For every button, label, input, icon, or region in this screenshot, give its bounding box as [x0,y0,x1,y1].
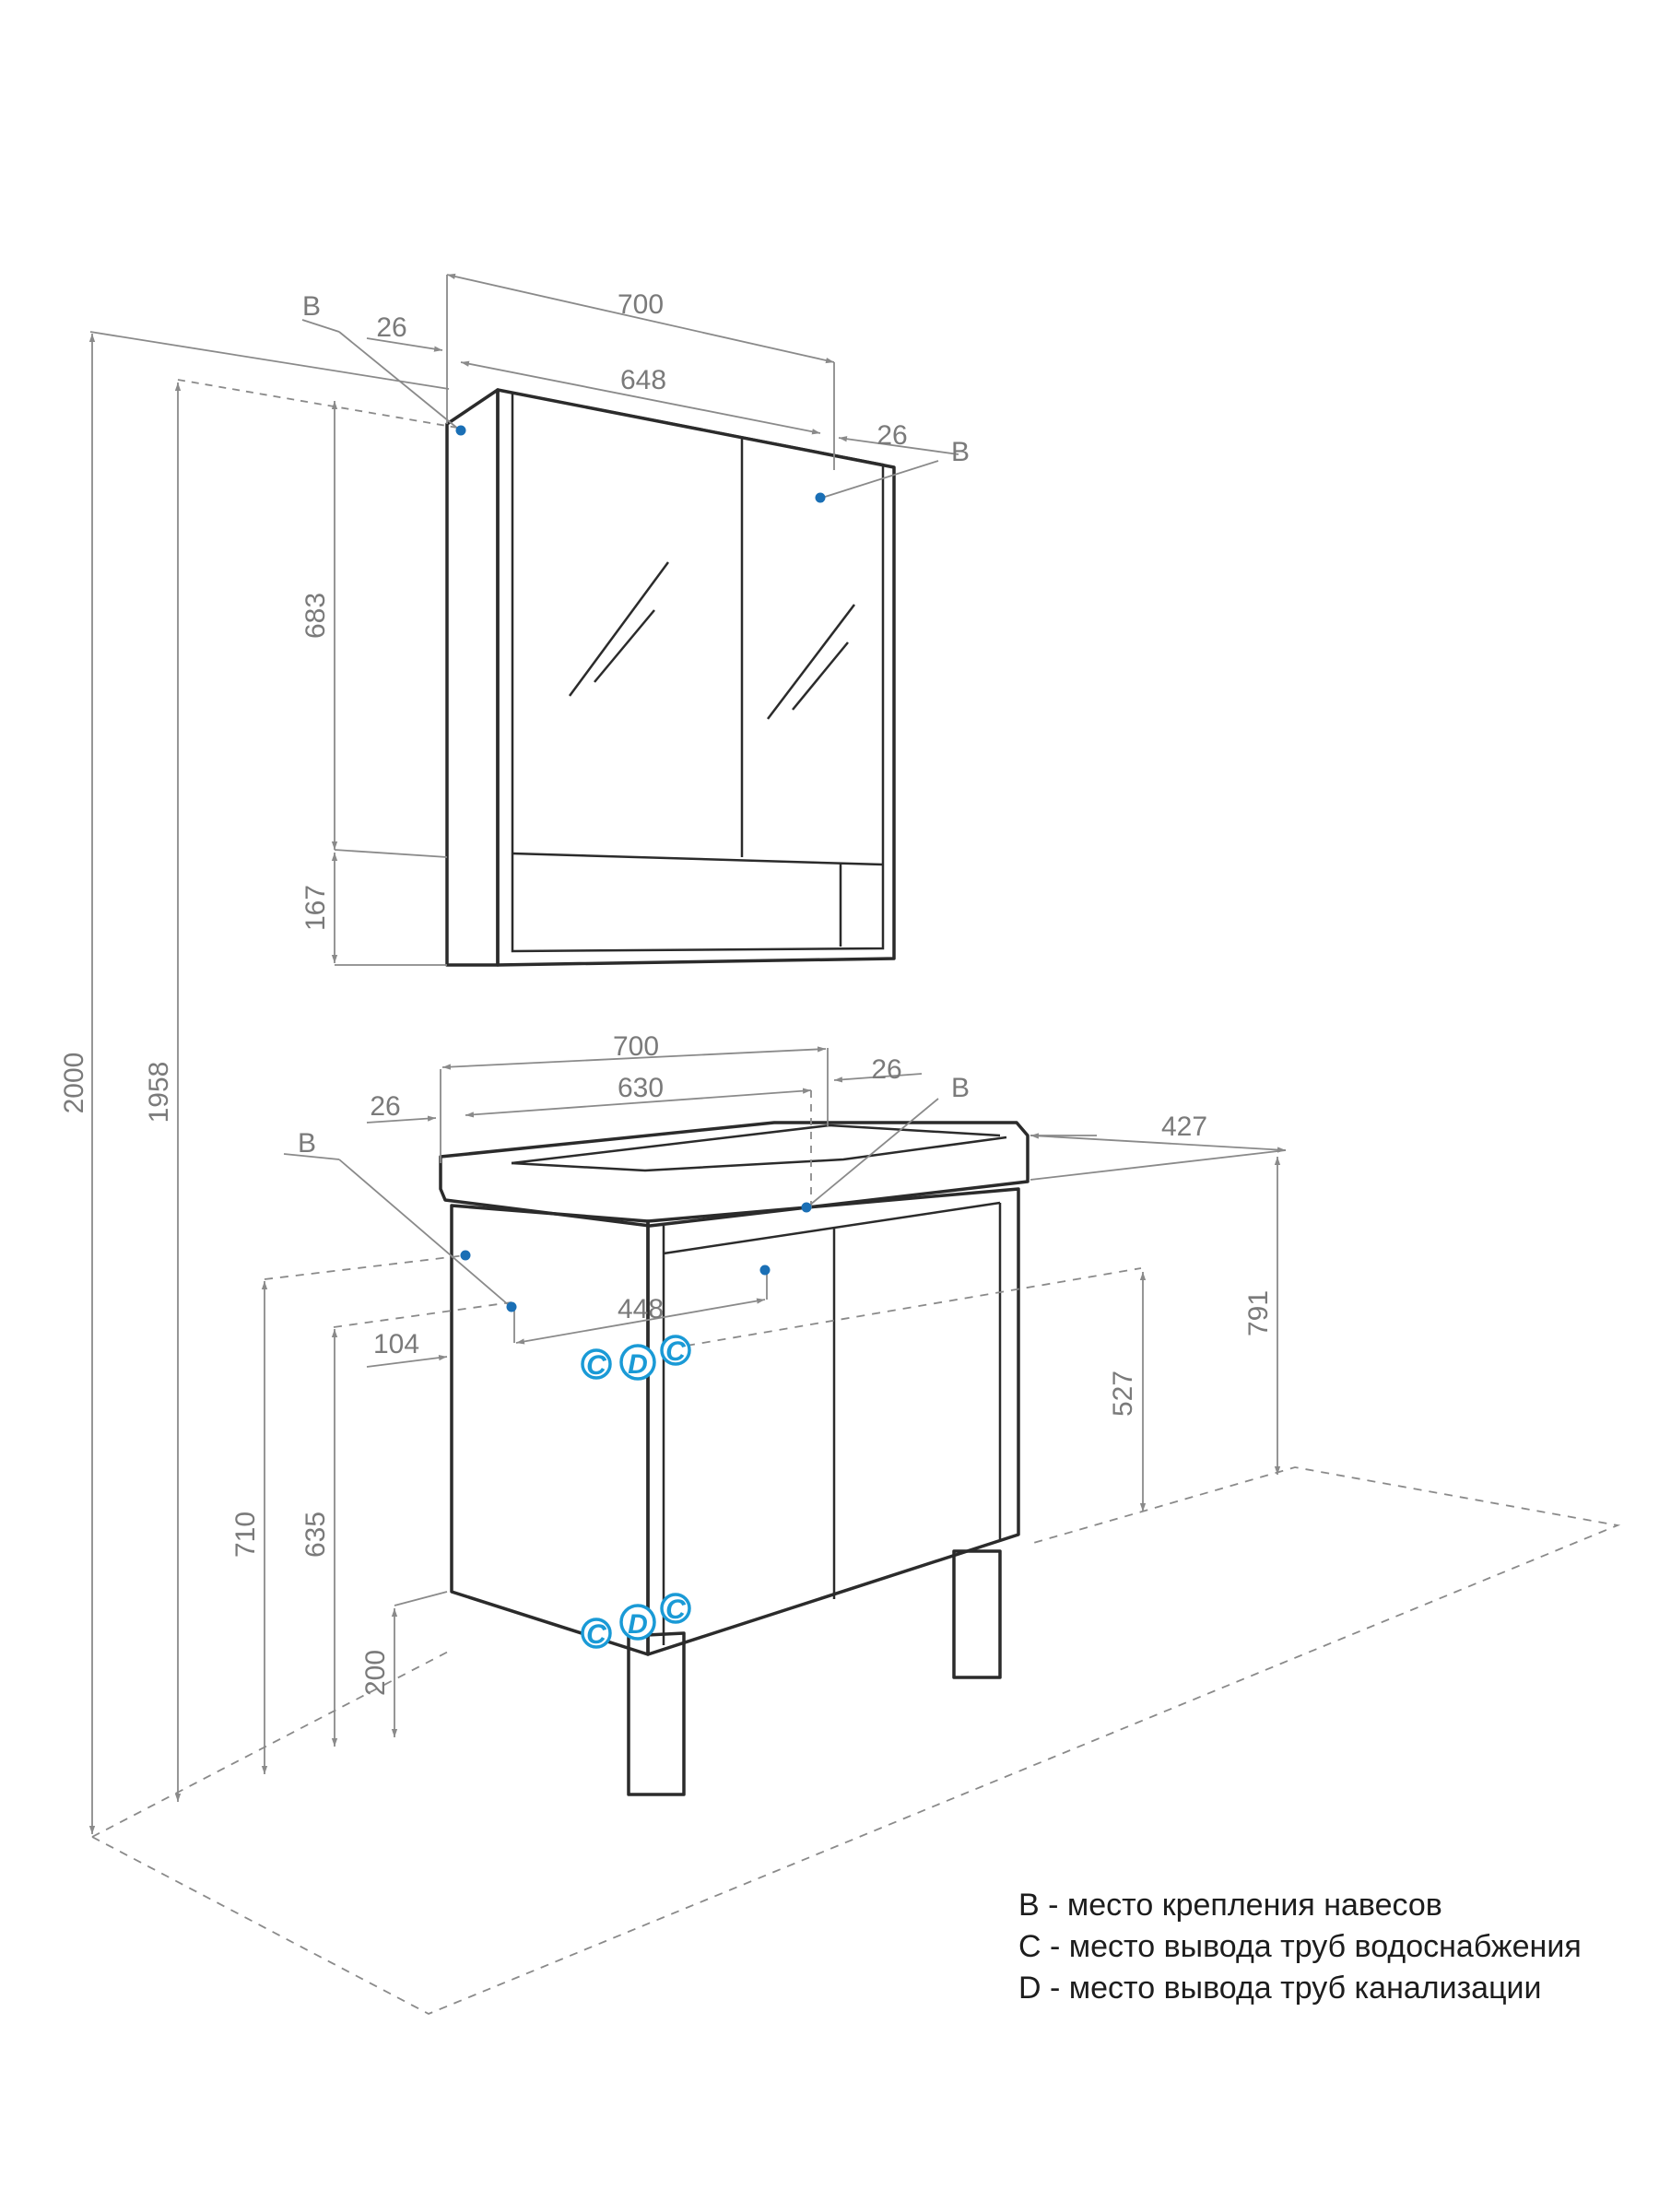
mirror-right-offset-label: 26 [877,420,907,451]
water-outlet-letter: C [586,1350,607,1381]
vanity-right-offset-label: 26 [871,1054,901,1085]
floor-outline [91,1466,1621,2015]
vanity-mount-height-635-dimension: 635 [300,1301,512,1747]
drain-outlet-marker: D [619,1604,656,1641]
washbasin [439,1121,1030,1228]
vanity-door-top [663,1201,1001,1255]
mirror-mount-height-label: 1958 [144,1062,174,1124]
washbasin-bowl-rim [511,1124,1001,1165]
vanity-leg-front [627,1631,686,1796]
mount-b-label: B [951,437,970,467]
vanity-inner-width-dimension: 630 [465,1073,812,1212]
water-outlet-height-label: 527 [1108,1371,1138,1417]
mirror-cabinet-side-panel [445,388,500,967]
water-outlet-letter: C [665,1336,687,1367]
mount-side-offset-dimension: 104 [366,1329,448,1368]
mirror-shelf-top [512,852,884,866]
mount-side-offset-label: 104 [373,1329,419,1359]
mirror-width-dimension: 700 [446,273,835,470]
vanity-mount-height-710-label: 710 [230,1512,261,1558]
vanity-depth-dimension: 427 [1030,1112,1287,1181]
legend-item-c: C - место вывода труб водоснабжения [1018,1929,1582,1964]
legend: B - место крепления навесов C - место вы… [1018,1885,1582,2009]
water-outlet-height-dimension: 527 [686,1267,1147,1512]
mirror-left-offset-dimension: 26 [366,312,443,352]
water-outlet-marker: C [581,1348,612,1381]
mirror-width-label: 700 [618,289,664,320]
vanity-height-dimension: 791 [1243,1157,1281,1475]
water-outlet-letter: C [586,1619,607,1650]
vanity-front [646,1187,1020,1656]
drain-outlet-marker: D [619,1344,656,1381]
mount-point-b-vanity-left: B [283,1128,771,1312]
vanity-mount-height-710-dimension: 710 [230,1254,466,1774]
mirror-right-offset-dimension: 26 [838,420,959,455]
vanity-inner-width-label: 630 [618,1073,664,1103]
mount-b-label: B [298,1128,316,1159]
mirror-height-label: 683 [300,593,331,639]
mount-point-b-mirror-right: B [815,437,970,503]
water-outlet-marker: C [581,1618,612,1650]
vanity-right-offset-dimension: 26 [833,1054,923,1085]
total-height-dimension: 2000 [59,331,450,1834]
vanity-leg-back [952,1549,1002,1679]
drain-outlet-letter: D [628,1609,648,1640]
mirror-cabinet-front [496,388,896,967]
vanity-mount-height-635-label: 635 [300,1512,331,1558]
water-outlet-marker: C [660,1335,691,1367]
mirror-glare-icon [568,561,855,720]
mirror-left-offset-label: 26 [376,312,406,343]
mount-point-b-vanity-upper: B [801,1073,970,1213]
mirror-cabinet-front-inner [511,391,885,953]
mount-spacing-label: 448 [618,1294,664,1324]
water-outlet-letter: C [665,1594,687,1625]
vanity-side-panel [450,1204,650,1656]
mirror-mount-height-dimension: 1958 [144,382,182,1802]
washbasin-bowl-front [511,1135,1007,1172]
vanity-width-dimension: 700 [440,1031,829,1163]
mirror-inner-width-label: 648 [620,365,666,395]
vanity-height-label: 791 [1243,1290,1274,1336]
vanity-left-offset-dimension: 26 [366,1091,437,1124]
mirror-inner-width-dimension: 648 [460,360,821,435]
vanity-left-offset-label: 26 [370,1091,400,1122]
legend-item-d: D - место вывода труб канализации [1018,1971,1542,2006]
vanity-depth-label: 427 [1161,1112,1207,1142]
mount-b-label: B [302,291,321,322]
total-height-label: 2000 [59,1053,89,1114]
vanity-unit [439,1121,1030,1796]
legend-item-b: B - место крепления навесов [1018,1888,1442,1923]
pipe-markers-upper: C D C [581,1335,691,1381]
mount-point-b-mirror-left: B [301,291,466,436]
mirror-shelf-height-label: 167 [300,885,331,931]
pipe-markers-lower: C D C [581,1593,691,1650]
mirror-shelf-height-dimension: 167 [300,849,448,966]
mirror-cabinet [445,388,896,967]
pipe-height-label: 200 [360,1650,391,1696]
mount-b-label: B [951,1073,970,1103]
water-outlet-marker: C [660,1593,691,1625]
drain-outlet-letter: D [628,1349,648,1380]
mount-spacing-dimension: 448 [513,1270,768,1345]
pipe-height-dimension: 200 [360,1591,448,1737]
mirror-height-dimension: 683 [177,379,464,850]
vanity-width-label: 700 [613,1031,659,1062]
